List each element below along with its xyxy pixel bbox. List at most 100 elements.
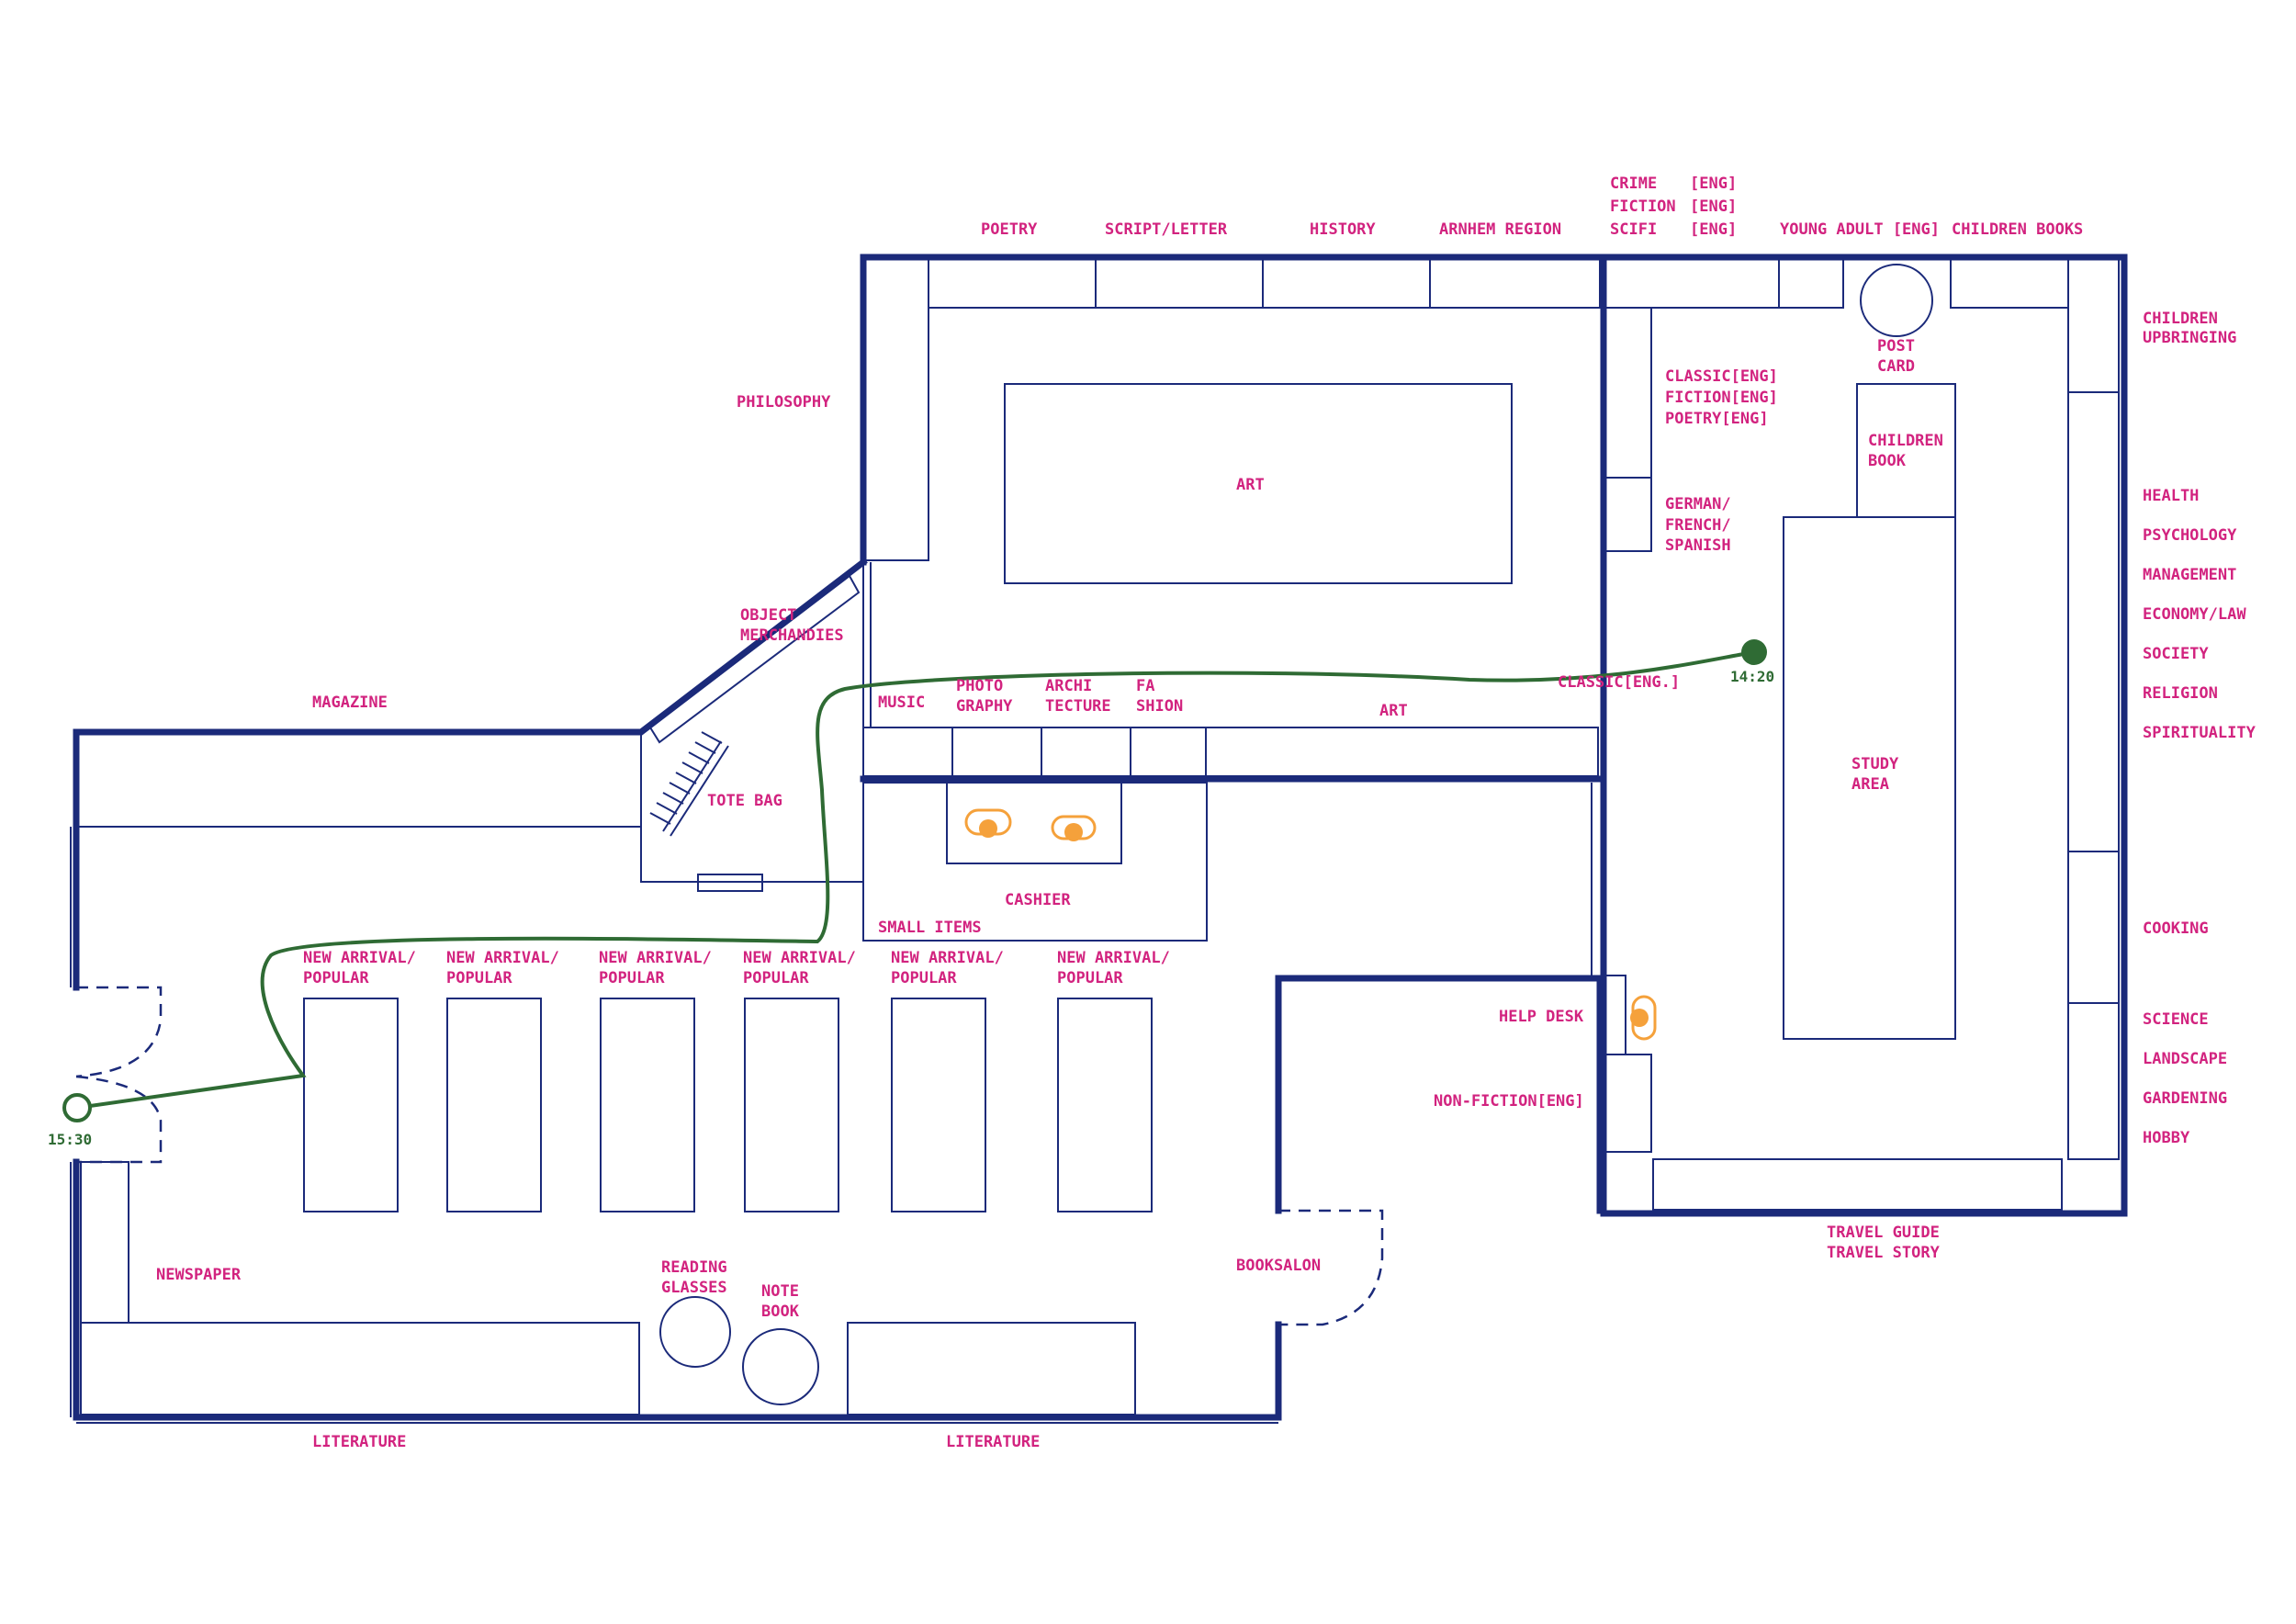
label-object-1: OBJECT [740,606,796,625]
shelf-music [862,727,953,777]
label-tote-bag: TOTE BAG [707,792,782,810]
label-new-arrival-1b: POPULAR [303,969,369,987]
label-society: SOCIETY [2143,645,2209,663]
section-labels: POETRY SCRIPT/LETTER HISTORY ARNHEM REGI… [156,175,2257,1451]
reading-glasses-stand [659,1296,731,1368]
label-help-desk: HELP DESK [1499,1008,1584,1026]
label-script-letter: SCRIPT/LETTER [1105,220,1228,239]
label-note-book-2: BOOK [761,1303,800,1321]
shelf-young-adult [1778,256,1844,309]
route-start-marker [62,1093,92,1122]
label-gardening: GARDENING [2143,1089,2227,1108]
label-new-arrival-5b: POPULAR [891,969,957,987]
table-new-arrival-2 [446,998,542,1212]
cashier-area [862,782,1208,942]
label-new-arrival-1a: NEW ARRIVAL/ [303,949,416,967]
label-new-arrival-2b: POPULAR [446,969,512,987]
label-economy-law: ECONOMY/LAW [2143,605,2246,624]
shelf-architecture [1041,727,1131,777]
label-hobby: HOBBY [2143,1129,2190,1147]
label-literature-left: LITERATURE [312,1433,406,1451]
shelf-script [1095,256,1264,309]
label-classic-eng: CLASSIC[ENG] [1665,367,1778,386]
table-new-arrival-4 [744,998,839,1212]
label-fiction-eng: FICTION[ENG] [1665,389,1778,407]
tote-bag-stand [697,874,763,892]
label-children-book-1: CHILDREN [1868,432,1943,450]
shelf-photography [951,727,1042,777]
label-travel-guide: TRAVEL GUIDE [1827,1224,1940,1242]
help-desk-counter [1603,975,1626,1055]
shelf-fashion [1130,727,1207,777]
label-fashion-2: SHION [1136,697,1183,716]
label-religion: RELIGION [2143,684,2218,703]
label-new-arrival-6b: POPULAR [1057,969,1123,987]
label-arnhem-region: ARNHEM REGION [1439,220,1561,239]
shelf-arnhem [1429,256,1601,309]
notebook-stand [742,1328,819,1405]
entrance-door-upper [75,986,163,1078]
label-newspaper: NEWSPAPER [156,1266,242,1284]
shelf-german [1603,477,1652,552]
label-history: HISTORY [1310,220,1376,239]
help-desk-seat-dot [1630,1009,1649,1027]
label-art-table: ART [1236,476,1265,494]
label-new-arrival-6a: NEW ARRIVAL/ [1057,949,1170,967]
shelf-science [2067,1002,2120,1160]
label-children-upbringing-2: UPBRINGING [2143,329,2236,347]
cashier-seat-1-dot [979,819,997,838]
label-psychology: PSYCHOLOGY [2143,526,2237,545]
label-art-shelf: ART [1379,702,1408,720]
tote-bag-rack [649,731,729,837]
label-cooking: COOKING [2143,919,2209,938]
label-photography-1: PHOTO [956,677,1003,695]
table-new-arrival-6 [1057,998,1153,1212]
label-landscape: LANDSCAPE [2143,1050,2227,1068]
label-post-card-2: CARD [1877,357,1915,376]
seats [964,808,1657,1041]
shelf-art [1205,727,1599,777]
label-young-adult: YOUNG ADULT [ENG] [1780,220,1940,239]
table-new-arrival-1 [303,998,399,1212]
postcard-stand [1860,264,1933,337]
shelf-history [1262,256,1431,309]
label-travel-story: TRAVEL STORY [1827,1244,1941,1262]
shelf-newspaper [80,1161,129,1324]
label-magazine: MAGAZINE [312,694,388,712]
label-new-arrival-4a: NEW ARRIVAL/ [743,949,856,967]
label-poetry: POETRY [981,220,1038,239]
label-architecture-2: TECTURE [1045,697,1111,716]
label-fiction-tag: [ENG] [1690,197,1737,216]
shelf-literature-left [80,1322,640,1415]
booksalon-door [1278,1209,1384,1326]
study-table [1783,516,1956,1040]
label-study-area-2: AREA [1851,775,1889,794]
cashier-seat-2-dot [1064,823,1083,841]
label-fiction: FICTION [1610,197,1676,216]
shelf-poetry [928,256,1097,309]
shelf-magazine [75,731,642,828]
label-crime: CRIME [1610,175,1657,193]
label-booksalon: BOOKSALON [1236,1257,1321,1275]
art-table [1004,383,1513,584]
label-new-arrival-3b: POPULAR [599,969,665,987]
shelf-object-merchandise [648,574,861,744]
label-object-2: MERCHANDIES [740,626,844,645]
label-new-arrival-5a: NEW ARRIVAL/ [891,949,1004,967]
label-cashier: CASHIER [1005,891,1071,909]
label-small-items: SMALL ITEMS [878,919,982,937]
visitor-route: 15:30 14:20 [48,639,1774,1148]
label-spirituality: SPIRITUALITY [2143,724,2257,742]
label-management: MANAGEMENT [2143,566,2236,584]
route-path [76,650,1755,1110]
shelf-philosophy [862,256,929,561]
route-start-time: 15:30 [48,1131,92,1148]
cashier-counter [946,782,1122,864]
label-children-upbringing-1: CHILDREN [2143,310,2218,328]
east-room-wall [1600,254,2128,1217]
label-philosophy: PHILOSOPHY [737,393,831,412]
shelf-classic [1603,307,1652,479]
label-scifi: SCIFI [1610,220,1657,239]
label-german-3: SPANISH [1665,536,1731,555]
